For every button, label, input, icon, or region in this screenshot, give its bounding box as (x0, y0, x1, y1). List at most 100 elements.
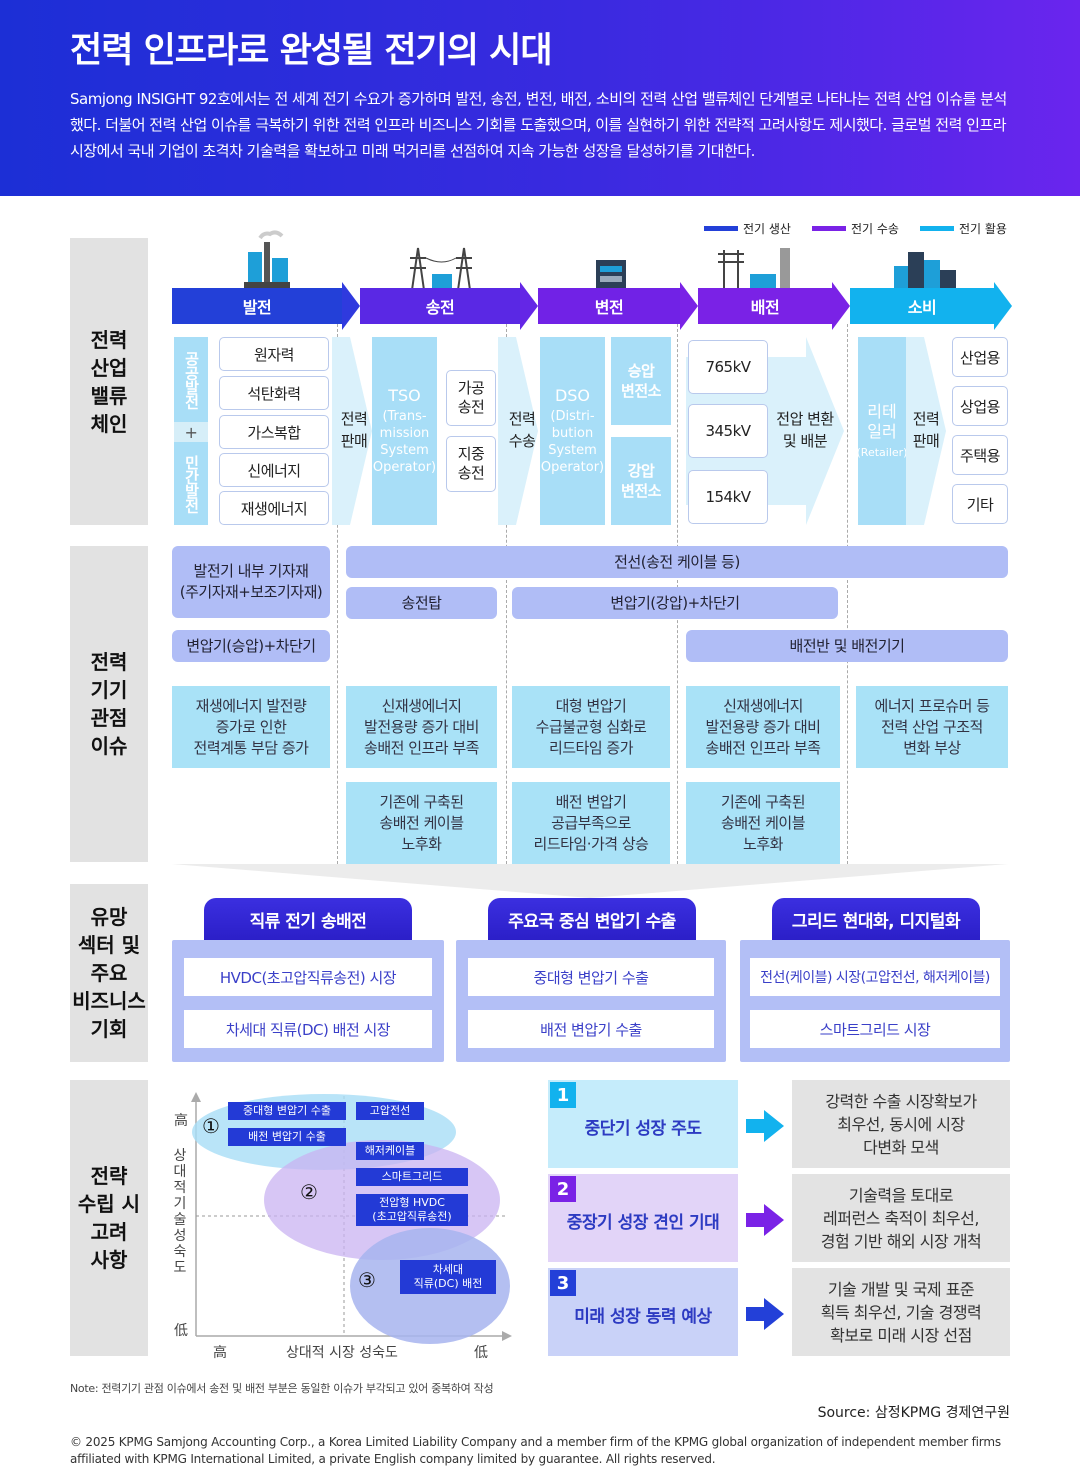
funnel-shape (172, 864, 1008, 898)
use-residential: 주택용 (952, 435, 1008, 475)
issue-substation: 대형 변압기 수급불균형 심화로 리드타임 증가 (512, 686, 670, 768)
group-marker-1: ① (202, 1114, 220, 1138)
gen-item-nuclear: 원자력 (219, 337, 329, 371)
retailer-subtitle: (Retailer) (856, 446, 908, 459)
tso-block (372, 337, 437, 525)
stage-arrow-head (520, 282, 538, 330)
strategy-result-1: 강력한 수출 시장확보가 최우선, 동시에 시장 다변화 모색 (792, 1080, 1010, 1168)
equip-switchgear: 배전반 및 배전기기 (686, 630, 1008, 662)
strategy-number-3: 3 (550, 1270, 576, 1296)
gen-item-coal: 석탄화력 (219, 376, 329, 410)
section-label-strategy: 전략 수립 시 고려 사항 (70, 1080, 148, 1356)
gen-item-gas: 가스복합 (219, 415, 329, 449)
step-down-substation: 강압 변전소 (611, 437, 671, 525)
page-description: Samjong INSIGHT 92호에서는 전 세계 전기 수요가 증가하며 … (70, 90, 1007, 160)
legend-item-production: 전기 생산 (704, 220, 791, 237)
stage-arrow-head (832, 282, 850, 330)
matrix-label-distribution-transformer: 배전 변압기 수출 (228, 1128, 346, 1146)
matrix-label-vsc-hvdc: 전압형 HVDC (초고압직류송전) (356, 1194, 468, 1226)
copyright: © 2025 KPMG Samjong Accounting Corp., a … (70, 1435, 1001, 1466)
y-axis-high: 高 (174, 1113, 188, 1129)
public-generation-label: 공공발전 (182, 351, 201, 409)
use-other: 기타 (952, 484, 1008, 524)
dso-title: DSO (554, 386, 591, 405)
opp-item-hvdc: HVDC(초고압직류송전) 시장 (184, 958, 432, 996)
opp-item-cable: 전선(케이블) 시장(고압전선, 해저케이블) (750, 958, 1000, 996)
strategy-number-2: 2 (550, 1176, 576, 1202)
opp-tab-grid: 그리드 현대화, 디지털화 (772, 898, 980, 940)
stage-substation: 변전 (538, 288, 680, 324)
private-generation-label: 민간발전 (182, 455, 201, 513)
opp-item-dc-distribution: 차세대 직류(DC) 배전 시장 (184, 1010, 432, 1048)
issue-distribution: 신재생에너지 발전용량 증가 대비 송배전 인프라 부족 (686, 686, 840, 768)
strategy-box-1 (548, 1080, 738, 1168)
strategy-label-1: 중단기 성장 주도 (584, 1118, 702, 1139)
x-axis-label: 상대적 시장 성숙도 (286, 1345, 398, 1361)
step-up-substation: 승압 변전소 (611, 337, 671, 425)
retailer-title: 리테 일러 (867, 402, 897, 441)
group-marker-3: ③ (358, 1268, 376, 1292)
arrow-right-icon (746, 1110, 784, 1142)
stage-arrow-head (680, 282, 698, 330)
voltage-345kv: 345kV (688, 404, 768, 458)
retailer-block (858, 337, 906, 525)
dso-subtitle: (Distri- bution System Operator) (540, 409, 605, 475)
issue-generation: 재생에너지 발전량 증가로 인한 전력계통 부담 증가 (172, 686, 330, 768)
overhead-transmission: 가공 송전 (446, 370, 496, 426)
voltage-765kv: 765kV (688, 340, 768, 394)
opp-item-smartgrid: 스마트그리드 시장 (750, 1010, 1000, 1048)
equip-tower: 송전탑 (346, 587, 497, 619)
issue-distribution-2: 기존에 구축된 송배전 케이블 노후화 (686, 782, 840, 864)
equip-transformer: 변압기(강압)+차단기 (512, 587, 838, 619)
legend-swatch (704, 226, 738, 231)
section-label-issues: 전력 기기 관점 이슈 (70, 546, 148, 862)
divider (847, 324, 848, 864)
opp-tab-dc: 직류 전기 송배전 (204, 898, 412, 940)
use-commercial: 상업용 (952, 386, 1008, 426)
strategy-label-2: 중장기 성장 견인 기대 (566, 1212, 720, 1233)
matrix-label-submarine-cable: 해저케이블 (356, 1142, 424, 1160)
header-banner (0, 0, 1080, 196)
flow-arrow (332, 337, 372, 525)
legend-item-transport: 전기 수송 (812, 220, 899, 237)
equip-gen-transformer: 변압기(승압)+차단기 (172, 630, 330, 662)
arrow-right-icon (746, 1298, 784, 1330)
opp-item-distribution-transformer: 배전 변압기 수출 (468, 1010, 714, 1048)
strategy-box-3 (548, 1268, 738, 1356)
matrix-label-hv-cable: 고압전선 (356, 1102, 424, 1120)
strategy-label-3: 미래 성장 동력 예상 (574, 1306, 712, 1327)
x-axis-high: 高 (213, 1345, 227, 1361)
stage-consumption: 소비 (850, 288, 994, 324)
stage-generation: 발전 (172, 288, 342, 324)
y-axis-low: 低 (174, 1323, 188, 1339)
tso-subtitle: (Trans- mission System Operator) (372, 409, 437, 475)
section-label-value-chain: 전력 산업 밸류 체인 (70, 238, 148, 525)
opp-item-large-transformer: 중대형 변압기 수출 (468, 958, 714, 996)
maturity-matrix (191, 1092, 512, 1344)
matrix-label-smartgrid: 스마트그리드 (356, 1168, 468, 1186)
voltage-conversion-label: 전압 변환 및 배분 (776, 410, 834, 450)
strategy-box-2 (548, 1174, 738, 1262)
divider (506, 324, 507, 864)
group-marker-2: ② (300, 1180, 318, 1204)
equip-cable: 전선(송전 케이블 등) (346, 546, 1008, 578)
gen-item-renewable: 재생에너지 (219, 491, 329, 525)
flow-arrow (498, 337, 538, 525)
opp-tab-transformer: 주요국 중심 변압기 수출 (488, 898, 696, 940)
issue-consumption: 에너지 프로슈머 등 전력 산업 구조적 변화 부상 (856, 686, 1008, 768)
source: Source: 삼정KPMG 경제연구원 (817, 1405, 1010, 1421)
stage-transmission: 송전 (360, 288, 520, 324)
gen-item-new-energy: 신에너지 (219, 453, 329, 487)
arrow-right-icon (746, 1204, 784, 1236)
issue-substation-2: 배전 변압기 공급부족으로 리드타임·가격 상승 (512, 782, 670, 864)
tso-title: TSO (388, 386, 421, 405)
transmission-tower-icon (410, 247, 472, 290)
substation-icon (596, 260, 626, 290)
issue-transmission: 신재생에너지 발전용량 증가 대비 송배전 인프라 부족 (346, 686, 497, 768)
x-axis-low: 低 (474, 1345, 488, 1361)
stage-distribution: 배전 (698, 288, 832, 324)
footnote: Note: 전력기기 관점 이슈에서 송전 및 배전 부분은 동일한 이슈가 부… (70, 1382, 494, 1395)
matrix-label-large-transformer: 중대형 변압기 수출 (228, 1102, 346, 1120)
matrix-label-dc-distribution: 차세대 직류(DC) 배전 (400, 1260, 496, 1294)
sales-label-2: 전력 판매 (912, 410, 940, 450)
